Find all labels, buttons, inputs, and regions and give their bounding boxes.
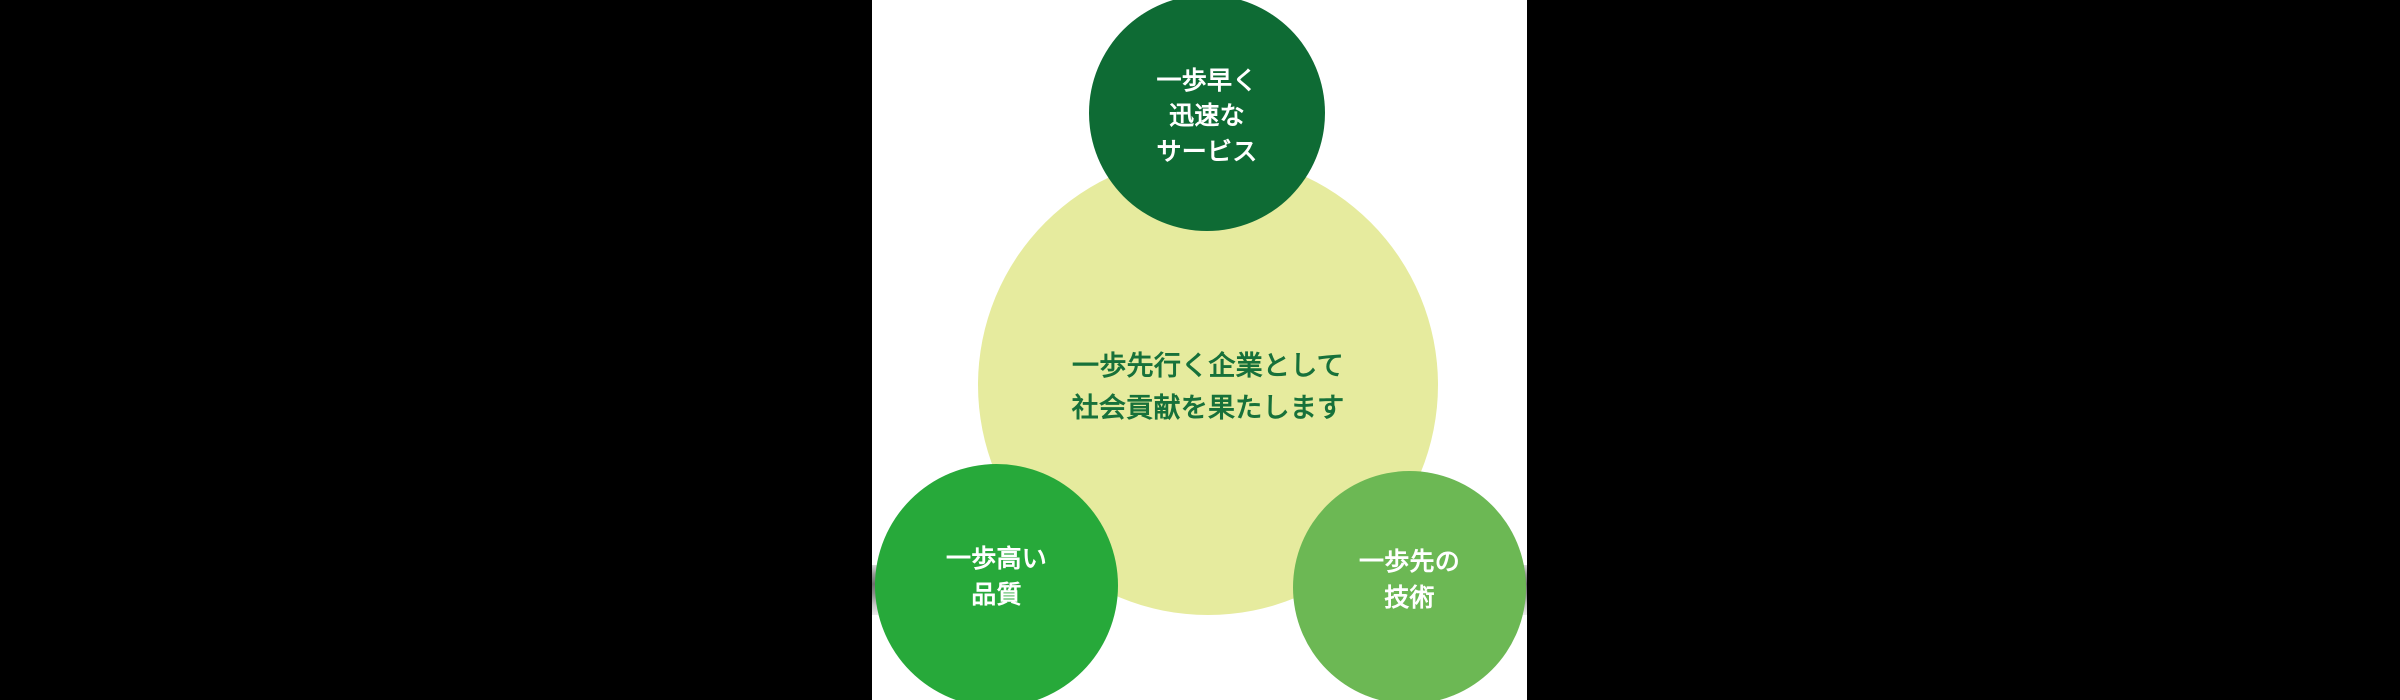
bubble-bottom-left-label: 一歩高い 品質 (945, 545, 1047, 609)
page-viewport: 一歩先行く企業として 社会貢献を果たします 一歩早く 迅速な サービス 一歩高い… (872, 0, 1527, 700)
bubble-top-service: 一歩早く 迅速な サービス (1089, 0, 1325, 231)
bubble-cluster-diagram: 一歩先行く企業として 社会貢献を果たします 一歩早く 迅速な サービス 一歩高い… (872, 0, 1527, 700)
bubble-top-label: 一歩早く 迅速な サービス (1156, 66, 1258, 166)
bubble-bottom-left-quality: 一歩高い 品質 (875, 464, 1118, 700)
bubble-bottom-right-label: 一歩先の 技術 (1358, 548, 1460, 612)
bubble-bottom-right-technology: 一歩先の 技術 (1293, 471, 1526, 700)
bubble-center-label: 一歩先行く企業として 社会貢献を果たします (1071, 351, 1345, 423)
